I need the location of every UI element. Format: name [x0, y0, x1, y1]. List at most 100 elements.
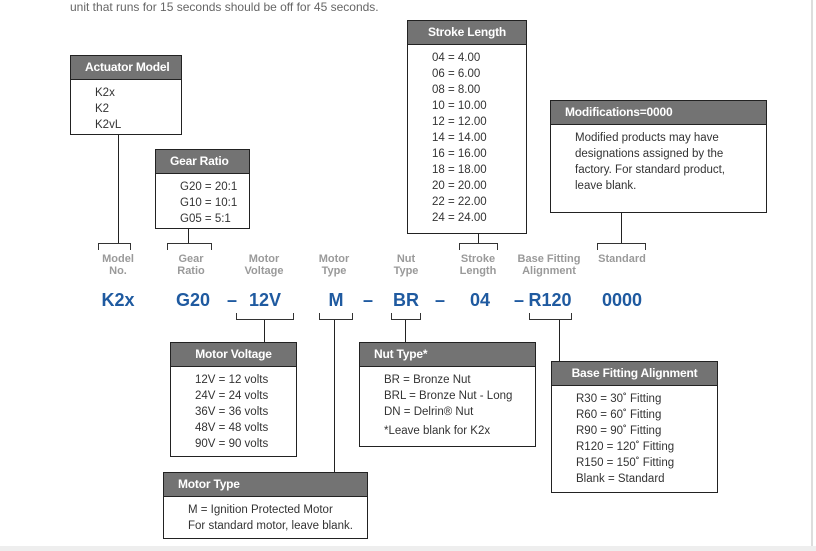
- label-line: Ratio: [177, 265, 205, 277]
- box-item: 20 = 20.00: [432, 180, 487, 192]
- bracket-model: [98, 243, 131, 250]
- page-right-border: [811, 0, 813, 551]
- box-item: 06 = 6.00: [432, 68, 481, 80]
- box-title: Gear Ratio: [156, 150, 249, 174]
- box-body: Modified products may have designations …: [551, 125, 766, 194]
- box-body: 04 = 4.00 06 = 6.00 08 = 8.00 10 = 10.00 12 …: [408, 45, 526, 226]
- box-item: G20 = 20:1: [180, 181, 238, 193]
- box-title: Modifications=0000: [551, 101, 766, 125]
- label-line: Standard: [598, 253, 646, 265]
- connector-nut: [405, 320, 406, 342]
- label-line: Stroke: [460, 253, 496, 265]
- bracket-base: [529, 313, 572, 320]
- box-item: BR = Bronze Nut: [384, 374, 471, 386]
- box-body: 12V = 12 volts 24V = 24 volts 36V = 36 vol…: [171, 367, 296, 452]
- code-nut: BR: [393, 290, 419, 310]
- box-item: 12V = 12 volts: [195, 374, 269, 386]
- bracket-gear: [167, 243, 212, 250]
- box-item: 04 = 4.00: [432, 52, 481, 64]
- label-line: No.: [109, 265, 127, 277]
- code-motor-type: M: [328, 290, 344, 310]
- box-item: G10 = 10:1: [180, 197, 238, 209]
- connector-model: [118, 134, 119, 243]
- box-item: DN = Delrin® Nut: [384, 406, 474, 418]
- connector-gear: [188, 228, 189, 243]
- code-voltage: 12V: [248, 290, 282, 310]
- box-item: 24 = 24.00: [432, 212, 487, 224]
- box-item: 24V = 24 volts: [195, 390, 269, 402]
- box-title: Stroke Length: [408, 21, 526, 45]
- code-base: R120: [528, 290, 572, 310]
- connector-base: [559, 320, 560, 361]
- bracket-voltage: [236, 313, 294, 320]
- box-item: Blank = Standard: [576, 473, 665, 485]
- box-item: 10 = 10.00: [432, 100, 487, 112]
- label-line: Length: [459, 265, 497, 277]
- label-line: Type: [393, 265, 419, 277]
- motor-voltage-box: Motor Voltage 12V = 12 volts 24V = 24 volt…: [170, 342, 297, 457]
- box-item: K2vL: [95, 119, 122, 131]
- box-item: Modified products may have designations …: [575, 132, 725, 192]
- connector-standard: [621, 212, 622, 243]
- label-line: Alignment: [522, 265, 576, 277]
- box-item: 18 = 18.00: [432, 164, 487, 176]
- label-line: Motor: [318, 253, 350, 265]
- box-title: Motor Type: [164, 473, 367, 497]
- box-item: R60 = 60˚ Fitting: [576, 409, 662, 421]
- label-line: Base Fitting: [517, 253, 581, 265]
- box-item: 36V = 36 volts: [195, 406, 269, 418]
- box-item: 22 = 22.00: [432, 196, 487, 208]
- box-item: G05 = 5:1: [180, 213, 231, 225]
- code-model: K2x: [101, 290, 135, 310]
- box-item: M = Ignition Protected Motor: [188, 504, 333, 516]
- page-bottom-border: [0, 546, 816, 551]
- code-stroke: 04: [469, 290, 491, 310]
- bracket-mtype: [319, 313, 353, 320]
- box-item: 14 = 14.00: [432, 132, 487, 144]
- box-item: R90 = 90˚ Fitting: [576, 425, 662, 437]
- box-title: Nut Type*: [360, 343, 535, 367]
- label-line: Type: [321, 265, 347, 277]
- box-title: Base Fitting Alignment: [552, 362, 717, 386]
- bracket-nut: [391, 313, 421, 320]
- label-line: Voltage: [244, 265, 284, 277]
- code-dash: –: [227, 290, 238, 310]
- box-item: 08 = 8.00: [432, 84, 481, 96]
- connector-mtype: [334, 320, 335, 472]
- box-item: R120 = 120˚ Fitting: [576, 441, 675, 453]
- box-title: Actuator Model: [71, 56, 181, 80]
- box-item: R150 = 150˚ Fitting: [576, 457, 675, 469]
- intro-text: unit that runs for 15 seconds should be …: [70, 0, 379, 14]
- box-item: 90V = 90 volts: [195, 438, 269, 450]
- label-line: Motor: [248, 253, 280, 265]
- code-dash: –: [514, 290, 525, 310]
- connector-stroke: [478, 233, 479, 243]
- box-item: 16 = 16.00: [432, 148, 487, 160]
- label-line: Gear: [178, 253, 204, 265]
- code-dash: –: [363, 290, 374, 310]
- connector-voltage: [264, 320, 265, 342]
- box-item: 12 = 12.00: [432, 116, 487, 128]
- code-standard: 0000: [601, 290, 643, 310]
- box-title: Motor Voltage: [171, 343, 296, 367]
- box-item: BRL = Bronze Nut - Long: [384, 390, 513, 402]
- code-dash: –: [435, 290, 446, 310]
- bracket-stroke: [459, 243, 498, 250]
- label-line: Nut: [396, 253, 416, 265]
- stroke-length-box: Stroke Length 04 = 4.00 06 = 6.00 08 = 8.00…: [407, 20, 527, 234]
- box-item: 48V = 48 volts: [195, 422, 269, 434]
